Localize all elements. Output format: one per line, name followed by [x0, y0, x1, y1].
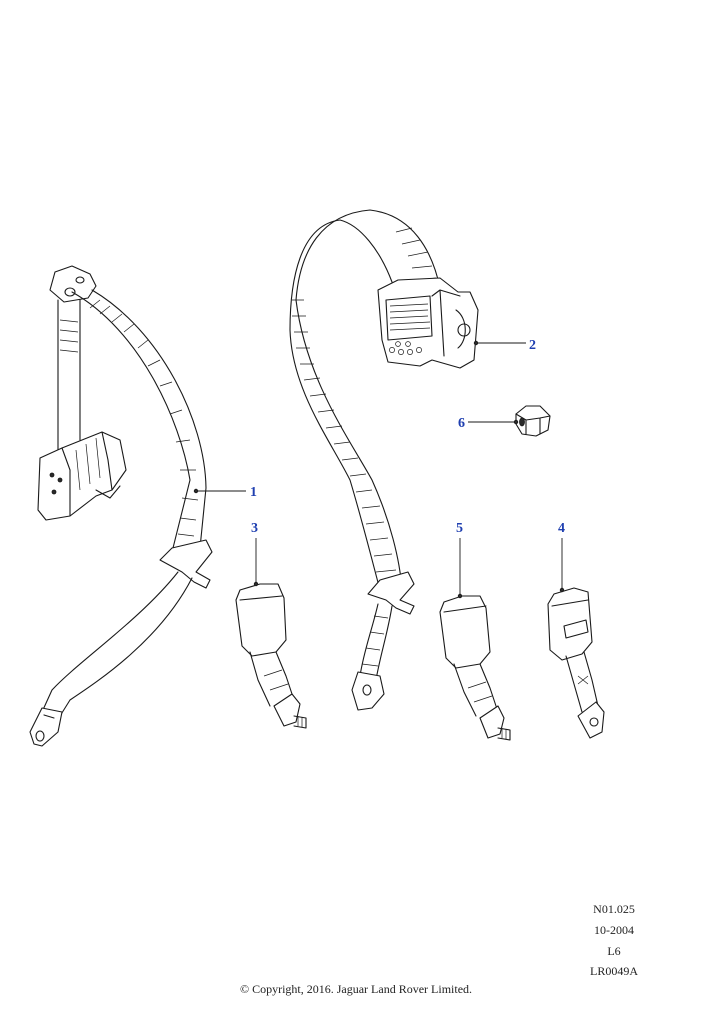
diagram-image-code: LR0049A — [590, 964, 638, 978]
part-2-rear-seat-belt-retractor — [289, 209, 479, 711]
copyright-notice: © Copyright, 2016. Jaguar Land Rover Lim… — [239, 982, 473, 996]
callout-2[interactable]: 2 — [529, 338, 536, 353]
callout-3[interactable]: 3 — [251, 521, 258, 536]
leader-lines — [193, 340, 565, 599]
callout-4[interactable]: 4 — [558, 521, 565, 536]
diagram-level: L6 — [607, 944, 621, 958]
callout-1[interactable]: 1 — [250, 485, 257, 500]
part-1-seat-belt-assembly — [29, 265, 213, 747]
callout-6[interactable]: 6 — [458, 416, 465, 431]
diagram-ref-code: N01.025 — [593, 902, 635, 916]
part-5-buckle — [439, 595, 511, 741]
part-6-nut — [515, 405, 551, 437]
diagram-date: 10-2004 — [594, 923, 634, 937]
callout-5[interactable]: 5 — [456, 521, 463, 536]
part-4-buckle — [547, 587, 605, 739]
part-3-buckle — [235, 583, 307, 729]
